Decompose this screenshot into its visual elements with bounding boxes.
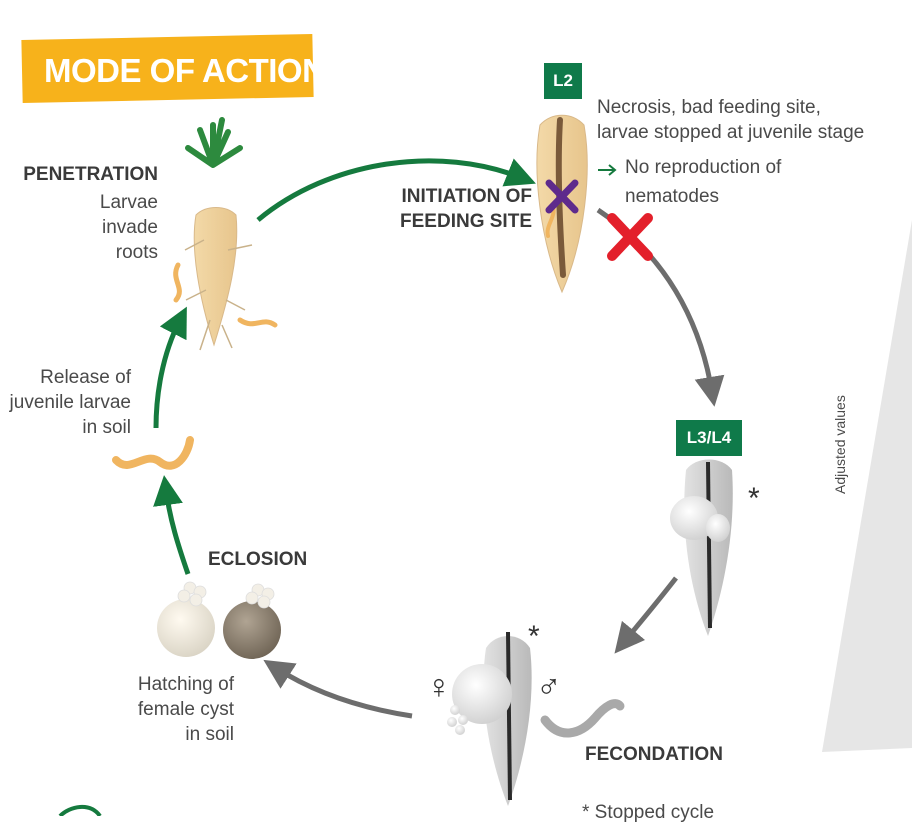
effect-line-1: Necrosis, bad feeding site,	[597, 97, 821, 118]
effect-line-2: larvae stopped at juvenile stage	[597, 122, 865, 143]
white-cyst	[157, 581, 215, 657]
arrow-l3l4-to-female	[614, 576, 678, 654]
brown-cyst	[223, 583, 281, 659]
penetration-line-2: invade	[102, 217, 158, 238]
arrow-release-to-penetration	[153, 306, 187, 429]
side-panel-label: Adjusted values	[832, 395, 848, 494]
larva-near-root-right	[237, 317, 278, 328]
corner-green-arc	[58, 805, 102, 816]
arrow-fecondation-to-hatching	[263, 659, 413, 719]
arrow-initiation-to-l3l4	[596, 207, 725, 407]
larva-near-root-left	[173, 262, 182, 303]
hatching-line-1: Hatching of	[137, 674, 234, 695]
female-root-section	[447, 631, 532, 806]
effect-result-line-2: nematodes	[625, 186, 720, 207]
juvenile-larva	[112, 436, 194, 470]
footnote: * Stopped cycle	[582, 802, 715, 823]
asterisk-female: *	[528, 620, 540, 653]
male-symbol: ♂	[536, 668, 562, 706]
root-illustration	[184, 117, 253, 351]
release-line-2: juvenile larvae	[9, 392, 131, 413]
penetration-line-1: Larvae	[99, 192, 158, 213]
release-line-3: in soil	[82, 417, 131, 438]
effect-arrow-icon	[598, 164, 617, 176]
penetration-heading: PENETRATION	[23, 164, 158, 185]
hatching-line-3: in soil	[185, 724, 234, 745]
effect-result-line-1: No reproduction of	[625, 157, 782, 178]
male-nematode	[540, 699, 625, 738]
l3l4-stage-tag: L3/L4	[676, 420, 742, 456]
hatching-line-2: female cyst	[137, 699, 234, 720]
arrow-penetration-to-initiation	[256, 158, 536, 222]
female-symbol: ♀	[426, 668, 452, 706]
blocked-cycle-x-mark	[607, 213, 653, 261]
eclosion-heading: ECLOSION	[208, 549, 308, 570]
initiation-line-1: INITIATION OF	[401, 186, 532, 207]
l3l4-root-section	[670, 459, 733, 636]
fecondation-heading: FECONDATION	[585, 744, 723, 765]
asterisk-l3l4: *	[748, 482, 760, 515]
release-line-1: Release of	[40, 367, 131, 388]
l2-root-section	[536, 114, 588, 294]
l2-stage-tag: L2	[544, 63, 582, 99]
page-title: MODE OF ACTION	[44, 52, 326, 89]
penetration-line-3: roots	[115, 242, 158, 263]
feeding-site-x-mark	[545, 179, 579, 214]
initiation-line-2: FEEDING SITE	[400, 211, 532, 232]
arrow-eclosion-to-release	[153, 475, 191, 575]
side-panel	[822, 220, 912, 752]
